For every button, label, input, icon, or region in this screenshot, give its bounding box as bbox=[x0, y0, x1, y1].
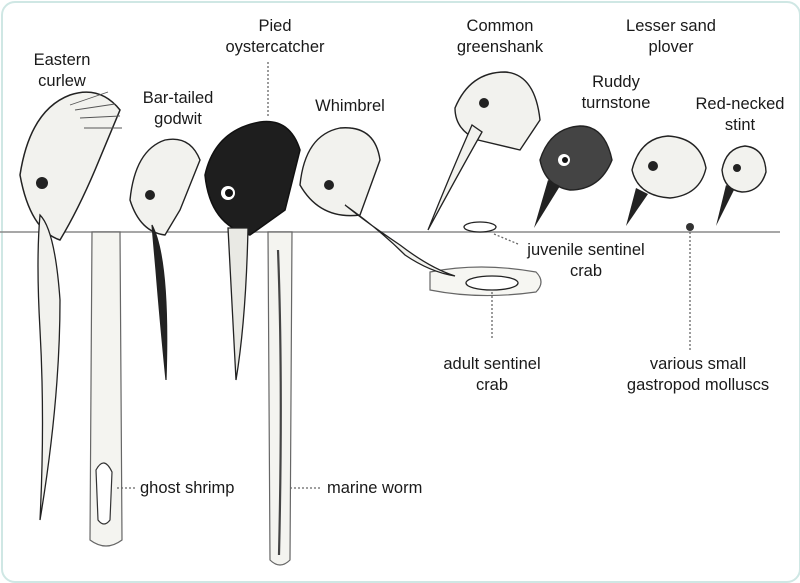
label-whimbrel: Whimbrel bbox=[315, 97, 385, 115]
ghost-shrimp-shape bbox=[95, 462, 113, 525]
adult-sentinel-crab-shape bbox=[465, 275, 519, 291]
label-red-necked-stint: Red-necked stint bbox=[695, 95, 785, 134]
pied-oystercatcher-illustration bbox=[204, 120, 301, 381]
label-ruddy-turnstone: Ruddy turnstone bbox=[581, 73, 651, 112]
whimbrel-illustration bbox=[299, 127, 456, 277]
leader-lines bbox=[117, 62, 691, 489]
label-marine-worm: marine worm bbox=[327, 479, 423, 497]
label-gastropods: various small gastropod molluscs bbox=[626, 355, 770, 394]
label-adult-sentinel-crab: adult sentinel crab bbox=[443, 355, 541, 394]
label-pied-oystercatcher: Pied oystercatcher bbox=[225, 17, 325, 56]
label-ghost-shrimp: ghost shrimp bbox=[140, 479, 235, 497]
bar-tailed-godwit-illustration bbox=[129, 138, 201, 381]
eastern-curlew-illustration bbox=[19, 91, 122, 521]
label-common-greenshank: Common greenshank bbox=[456, 17, 544, 56]
label-juvenile-sentinel-crab: juvenile sentinel crab bbox=[527, 241, 645, 280]
marine-worm-shape bbox=[276, 249, 282, 556]
label-lesser-sand-plover: Lesser sand plover bbox=[626, 17, 716, 56]
ruddy-turnstone-illustration bbox=[534, 125, 613, 228]
lesser-sand-plover-illustration bbox=[626, 135, 707, 226]
label-bar-tailed-godwit: Bar-tailed godwit bbox=[142, 89, 214, 128]
gastropod-shape bbox=[686, 223, 694, 231]
common-greenshank-illustration bbox=[427, 71, 541, 231]
juvenile-sentinel-crab-shape bbox=[463, 221, 497, 233]
red-necked-stint-illustration bbox=[716, 145, 767, 226]
label-eastern-curlew: Eastern curlew bbox=[33, 51, 91, 90]
